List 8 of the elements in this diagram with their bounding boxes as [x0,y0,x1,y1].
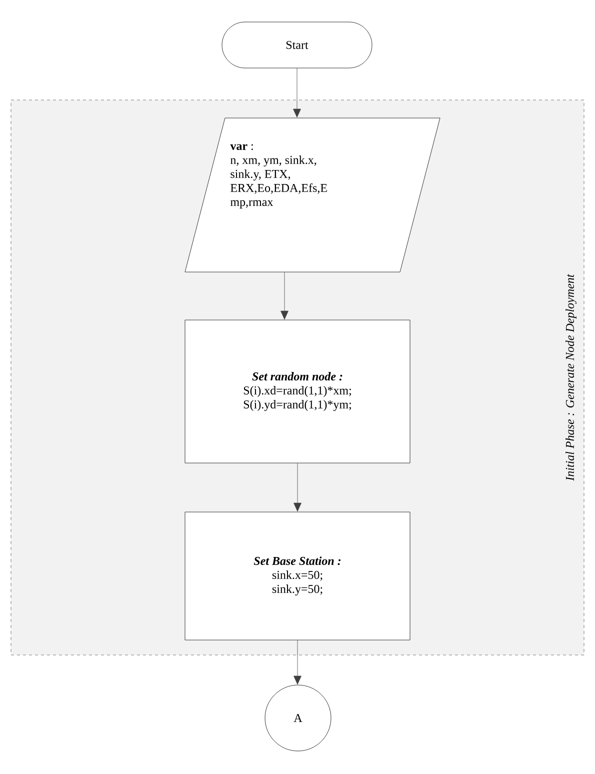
terminal: Start [222,22,372,68]
arrow [280,272,288,320]
input-parallelogram: var : n, xm, ym, sink.x, sink.y, ETX, ERX,Eo,EDA,Efs,E mp,rmax [184,118,440,272]
arrow [293,68,301,118]
process-box: Set random node : S(i).xd=rand(1,1)*xm; S(i).yd=rand(1,1)*ym; [184,320,410,464]
arrow [294,640,302,685]
arrow [294,463,302,512]
process-box: Set Base Station : sink.x=50; sink.y=50; [184,512,410,640]
